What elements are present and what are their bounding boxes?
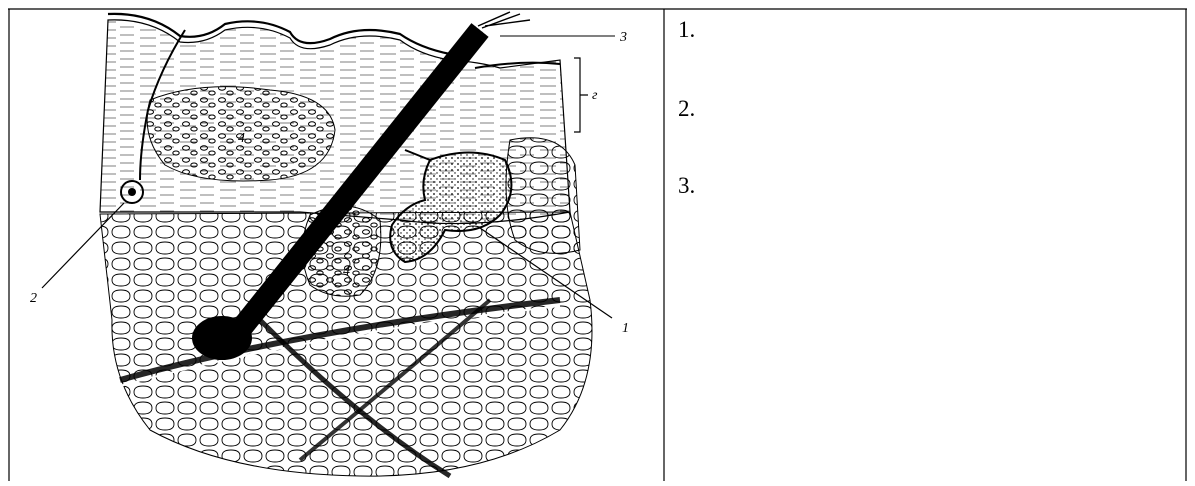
figure-label-4-lower: 4 — [343, 264, 350, 279]
figure-label-g: г — [592, 88, 598, 103]
hair-bulb — [192, 316, 252, 360]
answer-line-2: 2. — [678, 97, 695, 120]
figure-label-3: 3 — [619, 30, 627, 45]
figure-label-2: 2 — [30, 291, 37, 306]
figure-label-4-upper: 4 — [238, 131, 245, 146]
skin-cross-section-figure — [42, 12, 615, 476]
answer-line-1: 1. — [678, 18, 695, 41]
cell-cluster-right — [506, 138, 580, 254]
answer-line-3: 3. — [678, 174, 695, 197]
sweat-gland-core — [128, 188, 136, 196]
brace-g — [574, 58, 588, 132]
gland-cluster-lower — [303, 206, 381, 296]
figure-label-1: 1 — [622, 321, 629, 336]
hair-tip — [478, 12, 530, 28]
